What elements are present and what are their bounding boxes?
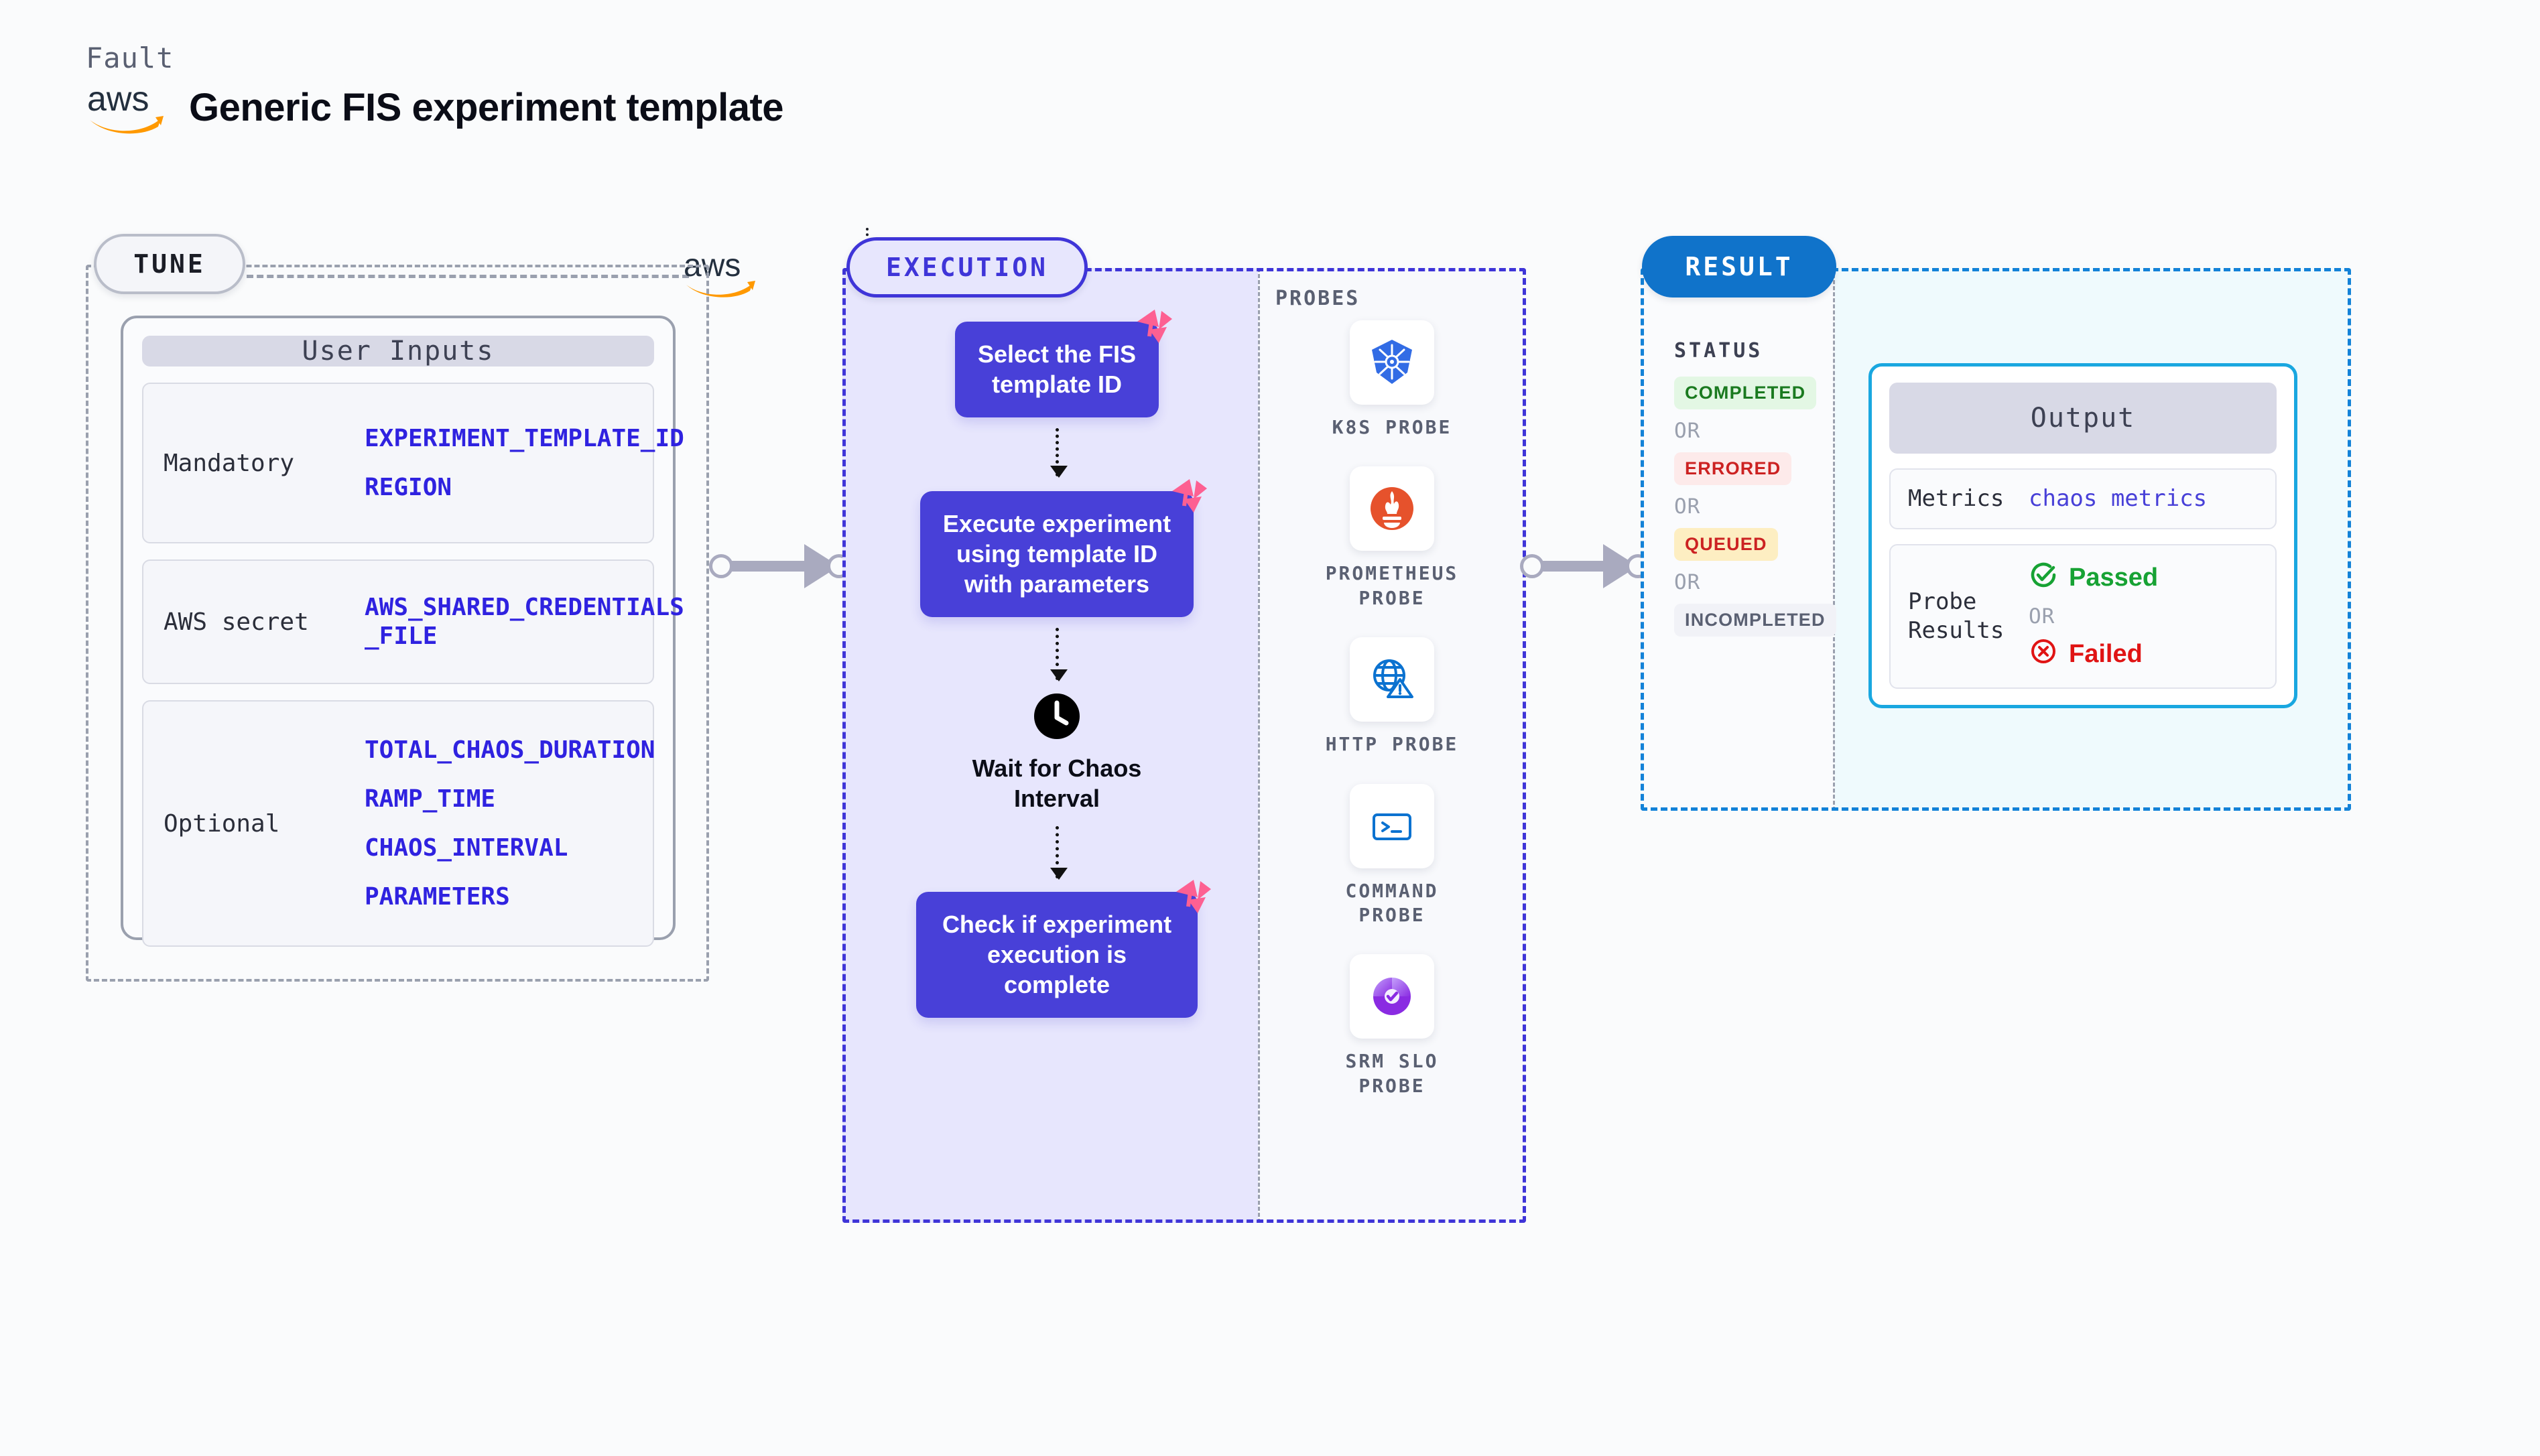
probe-label: SRM SLO PROBE xyxy=(1345,1050,1439,1097)
step-select-template[interactable]: Select the FIS template ID xyxy=(954,310,1173,417)
execution-panel-border xyxy=(842,268,1526,1223)
result-panel-border xyxy=(1641,268,2351,811)
input-var: REGION xyxy=(365,474,452,501)
tune-panel: TUNE User Inputs Mandatory EXPERIMENT_TE… xyxy=(86,234,709,982)
execution-flow: Select the FIS template ID Execute exper… xyxy=(856,310,1258,1018)
result-badge[interactable]: RESULT xyxy=(1642,236,1836,297)
probe-label: PROMETHEUS PROBE xyxy=(1325,562,1459,609)
http-globe-icon xyxy=(1350,637,1434,722)
tune-badge[interactable]: TUNE xyxy=(94,234,245,294)
prometheus-icon xyxy=(1350,466,1434,551)
srm-slo-icon xyxy=(1350,954,1434,1039)
tune-aws-connector xyxy=(247,275,689,278)
connector-tune-to-execution xyxy=(709,544,851,588)
status-badge-incompleted: INCOMPLETED xyxy=(1674,604,1836,637)
probe-label: K8S PROBE xyxy=(1332,416,1452,438)
input-row-aws-secret: AWS secret AWS_SHARED_CREDENTIALS _FILE xyxy=(142,559,684,684)
execution-background xyxy=(842,268,1258,1223)
probes-background xyxy=(1258,268,1526,1223)
metrics-value: chaos metrics xyxy=(2029,485,2208,513)
probe-k8s[interactable]: K8S PROBE xyxy=(1291,320,1493,440)
status-or: OR xyxy=(1674,419,1701,443)
probe-result-or: OR xyxy=(2029,604,2055,628)
output-card: Output Metrics chaos metrics Probe Resul… xyxy=(1868,363,2297,708)
wait-for-chaos-node: Wait for Chaos Interval xyxy=(972,692,1142,814)
input-row-mandatory: Mandatory EXPERIMENT_TEMPLATE_ID REGION xyxy=(142,383,684,543)
input-row-label: Mandatory xyxy=(164,449,295,477)
step-label: Select the FIS template ID xyxy=(977,340,1137,399)
status-or: OR xyxy=(1674,570,1701,594)
input-var: CHAOS_INTERVAL xyxy=(365,834,568,862)
step-label: Execute experiment using template ID wit… xyxy=(942,509,1171,598)
litmus-mark-icon xyxy=(1171,877,1212,919)
user-inputs-card: User Inputs Mandatory EXPERIMENT_TEMPLAT… xyxy=(121,316,684,947)
input-var: RAMP_TIME xyxy=(365,785,496,813)
input-var: PARAMETERS xyxy=(365,883,510,911)
output-title: Output xyxy=(1889,383,2277,454)
user-inputs-title: User Inputs xyxy=(142,336,654,367)
status-badge-errored: ERRORED xyxy=(1674,452,1792,485)
status-list: COMPLETED OR ERRORED OR QUEUED OR INCOMP… xyxy=(1674,377,1836,637)
metrics-label: Metrics xyxy=(1908,485,2005,512)
probes-title: PROBES xyxy=(1275,287,1360,310)
input-var: TOTAL_CHAOS_DURATION xyxy=(365,736,655,764)
execution-badge[interactable]: EXECUTION xyxy=(846,237,1088,297)
wait-label: Wait for Chaos Interval xyxy=(972,754,1142,813)
input-row-label: Optional xyxy=(164,809,280,838)
input-row-optional: Optional TOTAL_CHAOS_DURATION RAMP_TIME … xyxy=(142,700,655,947)
input-row-label: AWS secret xyxy=(164,608,309,636)
status-badge-queued: QUEUED xyxy=(1674,528,1778,561)
x-circle-icon xyxy=(2029,637,2058,673)
output-row-metrics: Metrics chaos metrics xyxy=(1889,468,2277,529)
step-execute-experiment[interactable]: Execute experiment using template ID wit… xyxy=(919,478,1208,617)
page-title: Generic FIS experiment template xyxy=(189,85,784,129)
failed-label: Failed xyxy=(2069,640,2143,668)
terminal-icon xyxy=(1350,783,1434,868)
status-badge-completed: COMPLETED xyxy=(1674,377,1817,409)
step-label: Check if experiment execution is complet… xyxy=(942,910,1172,999)
probe-prometheus[interactable]: PROMETHEUS PROBE xyxy=(1291,466,1493,610)
probe-command[interactable]: COMMAND PROBE xyxy=(1291,783,1493,928)
svg-text:aws: aws xyxy=(87,80,149,119)
probes-list: K8S PROBE PROMETHEUS PROBE xyxy=(1258,320,1526,1098)
output-row-probe-results: Probe Results Passed OR xyxy=(1889,543,2277,689)
probe-result-passed: Passed xyxy=(2029,560,2158,596)
probe-srm-slo[interactable]: SRM SLO PROBE xyxy=(1291,954,1493,1098)
probe-label: COMMAND PROBE xyxy=(1345,879,1439,926)
clock-icon xyxy=(1033,692,1081,744)
status-title: STATUS xyxy=(1674,339,1763,362)
kubernetes-icon xyxy=(1350,320,1434,405)
tune-panel-border xyxy=(86,265,709,982)
flow-arrow xyxy=(1050,427,1068,478)
check-circle-icon xyxy=(2029,560,2058,596)
result-panel: RESULT STATUS COMPLETED OR ERRORED OR QU… xyxy=(1641,236,2351,811)
input-var: EXPERIMENT_TEMPLATE_ID xyxy=(365,424,684,452)
input-var: AWS_SHARED_CREDENTIALS _FILE xyxy=(365,593,684,650)
probe-results-label: Probe Results xyxy=(1908,588,2005,644)
page-header: Fault aws Generic FIS experiment templat… xyxy=(86,42,784,136)
aws-logo: aws xyxy=(86,78,166,136)
flow-arrow xyxy=(1050,627,1068,681)
litmus-mark-icon xyxy=(1167,476,1208,518)
probe-label: HTTP PROBE xyxy=(1325,733,1459,756)
connector-execution-to-result xyxy=(1520,544,1650,588)
flow-arrow xyxy=(1050,825,1068,880)
litmus-mark-icon xyxy=(1132,307,1173,348)
step-check-complete[interactable]: Check if experiment execution is complet… xyxy=(916,879,1211,1018)
header-kicker: Fault xyxy=(86,42,174,74)
probe-result-failed: Failed xyxy=(2029,637,2158,673)
execution-panel: EXECUTION Select the FIS template ID Exe… xyxy=(842,237,1526,1223)
passed-label: Passed xyxy=(2069,564,2159,592)
status-or: OR xyxy=(1674,494,1701,519)
probe-http[interactable]: HTTP PROBE xyxy=(1291,637,1493,756)
